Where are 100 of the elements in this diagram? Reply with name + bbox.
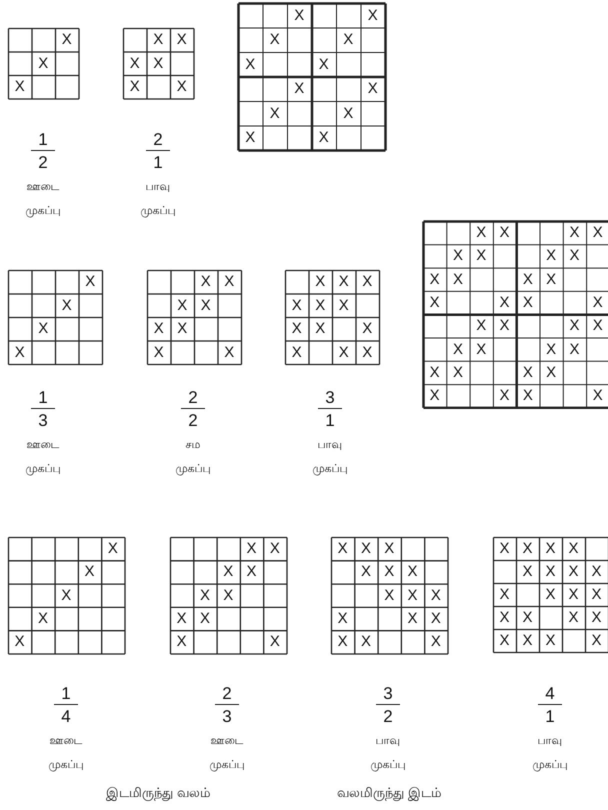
caption-text: ஊடை bbox=[210, 735, 244, 746]
cross-mark: X bbox=[176, 32, 188, 48]
cross-mark: X bbox=[430, 634, 442, 650]
cross-mark: X bbox=[360, 634, 372, 650]
cross-mark: X bbox=[475, 318, 488, 334]
cross-mark: X bbox=[522, 388, 534, 404]
cross-mark: X bbox=[176, 321, 188, 336]
cross-mark: X bbox=[544, 541, 556, 556]
cross-mark: X bbox=[336, 611, 349, 626]
cross-mark: X bbox=[406, 588, 419, 603]
cross-mark: X bbox=[428, 388, 441, 404]
cross-mark: X bbox=[152, 32, 164, 48]
caption-text: முகப்பு bbox=[176, 463, 210, 474]
cross-mark: X bbox=[521, 610, 534, 625]
cross-mark: X bbox=[268, 541, 281, 556]
cross-mark: X bbox=[290, 321, 303, 336]
cross-mark: X bbox=[592, 295, 604, 310]
cross-mark: X bbox=[383, 564, 396, 580]
cross-mark: X bbox=[383, 588, 396, 603]
cross-mark: X bbox=[176, 79, 188, 94]
cross-mark: X bbox=[475, 248, 488, 264]
caption-text: பாவு bbox=[376, 735, 400, 746]
cross-mark: X bbox=[198, 588, 211, 603]
cross-mark: X bbox=[544, 633, 556, 648]
cross-mark: X bbox=[592, 225, 604, 240]
cross-mark: X bbox=[475, 225, 488, 240]
cross-mark: X bbox=[428, 364, 441, 380]
numerator: 3 bbox=[325, 389, 335, 406]
cross-mark: X bbox=[318, 56, 330, 72]
cross-mark: X bbox=[522, 272, 534, 287]
cross-mark: X bbox=[361, 321, 374, 336]
cross-mark: X bbox=[60, 588, 72, 603]
cross-mark: X bbox=[318, 130, 330, 146]
cross-mark: X bbox=[14, 634, 26, 650]
cross-mark: X bbox=[452, 272, 464, 287]
cross-mark: X bbox=[342, 32, 354, 48]
cross-mark: X bbox=[498, 388, 511, 404]
cross-mark: X bbox=[567, 564, 580, 579]
cross-mark: X bbox=[567, 587, 580, 602]
cross-mark: X bbox=[498, 225, 511, 240]
cross-mark: X bbox=[498, 295, 511, 310]
numerator: 3 bbox=[383, 685, 393, 702]
caption-text: முகப்பு bbox=[26, 463, 60, 474]
cross-mark: X bbox=[84, 274, 96, 290]
cross-mark: X bbox=[430, 611, 442, 626]
cross-mark: X bbox=[293, 81, 306, 96]
caption-text: பாவு bbox=[538, 735, 562, 746]
cross-mark: X bbox=[314, 274, 326, 290]
numerator: 4 bbox=[545, 685, 555, 702]
cross-mark: X bbox=[268, 32, 281, 48]
denominator: 1 bbox=[153, 154, 163, 171]
cross-mark: X bbox=[336, 634, 349, 650]
cross-mark: X bbox=[200, 298, 212, 313]
cross-mark: X bbox=[360, 564, 372, 580]
cross-mark: X bbox=[244, 56, 256, 72]
denominator: 4 bbox=[61, 708, 71, 725]
cross-mark: X bbox=[567, 610, 580, 625]
cross-mark: X bbox=[84, 564, 96, 580]
cross-mark: X bbox=[568, 225, 580, 240]
cross-mark: X bbox=[246, 564, 258, 580]
cross-mark: X bbox=[222, 564, 234, 580]
cross-mark: X bbox=[592, 318, 604, 334]
denominator: 2 bbox=[188, 412, 198, 429]
cross-mark: X bbox=[366, 8, 379, 23]
cross-mark: X bbox=[60, 298, 73, 313]
caption-text: முகப்பு bbox=[370, 759, 406, 770]
cross-mark: X bbox=[521, 564, 534, 579]
cross-mark: X bbox=[14, 344, 26, 360]
cross-mark: X bbox=[568, 318, 580, 334]
cross-mark: X bbox=[176, 634, 188, 650]
denominator: 3 bbox=[38, 412, 48, 429]
cross-mark: X bbox=[475, 342, 488, 357]
cross-mark: X bbox=[522, 364, 534, 380]
cross-mark: X bbox=[452, 248, 464, 264]
cross-mark: X bbox=[590, 610, 602, 625]
cross-mark: X bbox=[37, 56, 50, 71]
numerator: 2 bbox=[222, 685, 232, 702]
cross-mark: X bbox=[290, 298, 303, 313]
caption-text: ஊடை bbox=[26, 439, 60, 450]
cross-mark: X bbox=[128, 79, 141, 94]
cross-mark: X bbox=[406, 611, 419, 626]
cross-mark: X bbox=[336, 541, 349, 556]
cross-mark: X bbox=[545, 364, 558, 380]
cross-mark: X bbox=[521, 633, 534, 648]
cross-mark: X bbox=[152, 56, 164, 71]
cross-mark: X bbox=[498, 318, 511, 334]
cross-mark: X bbox=[406, 564, 419, 580]
numerator: 1 bbox=[38, 131, 48, 148]
numerator: 2 bbox=[153, 131, 163, 148]
cross-mark: X bbox=[290, 344, 303, 360]
cross-mark: X bbox=[521, 541, 534, 556]
cross-mark: X bbox=[338, 298, 350, 313]
cross-mark: X bbox=[128, 56, 141, 71]
cross-mark: X bbox=[14, 79, 26, 94]
caption-text: ஊடை bbox=[26, 181, 60, 192]
cross-mark: X bbox=[544, 587, 556, 602]
cross-mark: X bbox=[314, 298, 326, 313]
cross-mark: X bbox=[106, 541, 119, 556]
cross-mark: X bbox=[452, 342, 464, 357]
cross-mark: X bbox=[60, 32, 73, 48]
